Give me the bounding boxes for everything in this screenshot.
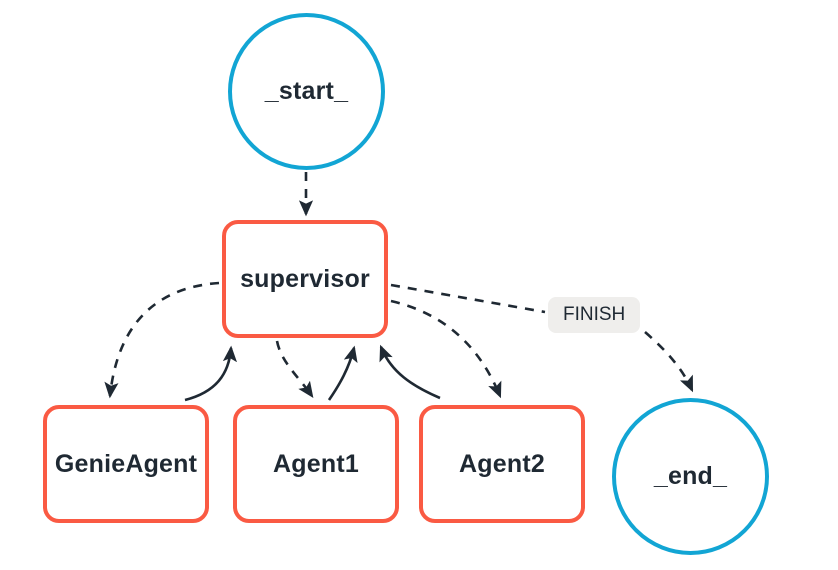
edge-supervisor-to-agent1 — [275, 340, 314, 398]
edge-supervisor-to-genieagent — [104, 281, 220, 399]
node-supervisor[interactable]: supervisor — [222, 220, 388, 338]
edge-agent2-to-supervisor — [379, 344, 441, 400]
node-end[interactable]: _end_ — [612, 398, 769, 555]
edge-supervisor-to-agent2 — [390, 299, 502, 399]
node-genieagent-label: GenieAgent — [54, 449, 198, 478]
node-start[interactable]: _start_ — [228, 13, 385, 170]
edge-supervisor-to-end-part2 — [644, 331, 694, 393]
node-agent2-label: Agent2 — [459, 449, 545, 478]
node-genieagent[interactable]: GenieAgent — [43, 405, 209, 523]
edge-label-finish: FINISH — [548, 297, 641, 333]
edge-genieagent-to-supervisor — [184, 345, 238, 402]
node-agent1-label: Agent1 — [273, 449, 359, 478]
node-supervisor-label: supervisor — [240, 264, 370, 293]
node-end-label: _end_ — [653, 462, 728, 490]
edge-agent1-to-supervisor — [327, 345, 358, 401]
node-start-label: _start_ — [264, 77, 349, 105]
node-agent1[interactable]: Agent1 — [233, 405, 399, 523]
node-agent2[interactable]: Agent2 — [419, 405, 585, 523]
